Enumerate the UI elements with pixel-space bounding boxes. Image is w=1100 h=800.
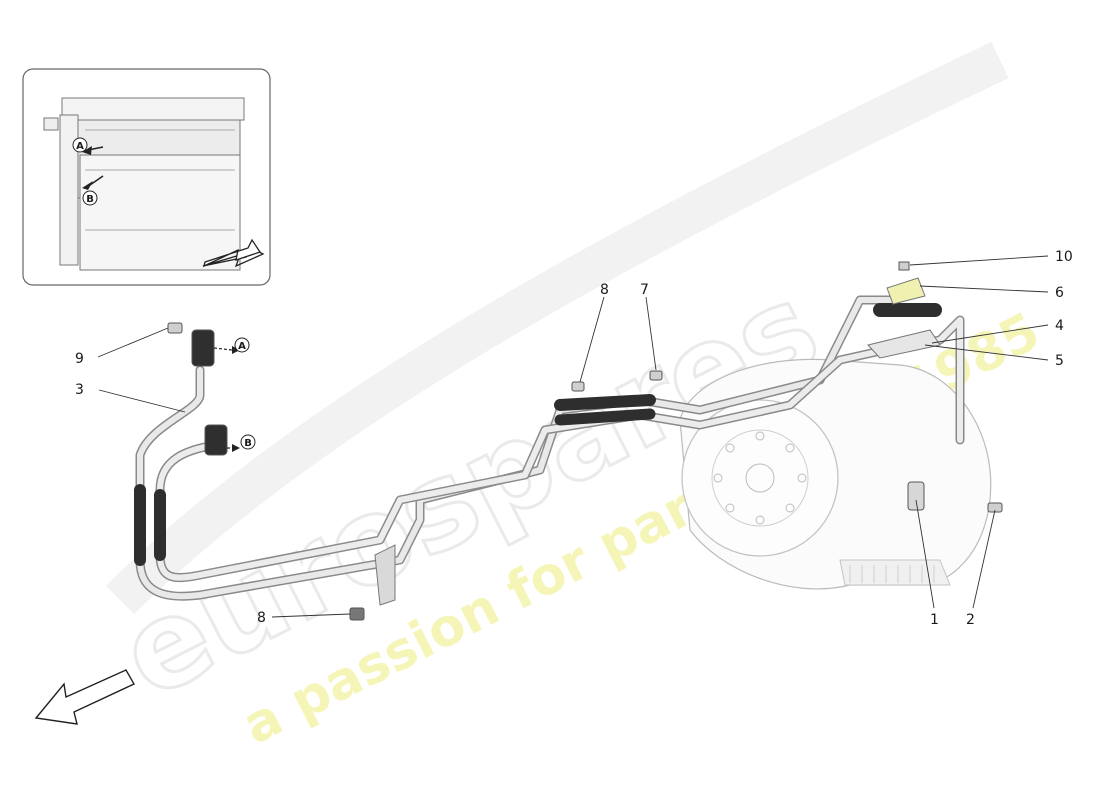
callout-4: 4 xyxy=(931,318,1064,344)
connector-a-fitting xyxy=(191,329,240,367)
clamp-part-4-5 xyxy=(867,329,941,359)
svg-text:A: A xyxy=(76,141,84,152)
bracket-part-6 xyxy=(886,277,926,305)
svg-text:10: 10 xyxy=(1055,249,1073,265)
svg-text:5: 5 xyxy=(1055,353,1064,369)
inset-panel: A B xyxy=(22,68,271,286)
svg-text:6: 6 xyxy=(1055,285,1064,301)
svg-text:B: B xyxy=(86,194,94,205)
marker-a: A xyxy=(234,337,250,353)
svg-text:8: 8 xyxy=(257,610,266,626)
radiator-illustration xyxy=(43,97,245,271)
svg-text:3: 3 xyxy=(75,382,84,398)
callout-7: 7 xyxy=(640,282,657,371)
nut-part-10 xyxy=(898,261,910,271)
inset-direction-arrow xyxy=(202,238,265,268)
callout-8-lower: 8 xyxy=(257,610,351,626)
transmission-illustration xyxy=(679,358,992,590)
callout-2: 2 xyxy=(966,509,996,628)
callout-8-upper: 8 xyxy=(579,282,609,383)
callout-3: 3 xyxy=(75,382,186,413)
callout-6: 6 xyxy=(919,285,1064,301)
callout-10: 10 xyxy=(909,249,1073,266)
bolt-part-8-upper xyxy=(571,381,585,392)
svg-text:8: 8 xyxy=(600,282,609,298)
callout-5: 5 xyxy=(924,344,1064,369)
bracket-part xyxy=(374,544,396,606)
bolt-part-7 xyxy=(649,370,663,381)
svg-text:1: 1 xyxy=(930,612,939,628)
svg-text:A: A xyxy=(238,341,246,352)
svg-text:9: 9 xyxy=(75,351,84,367)
svg-text:4: 4 xyxy=(1055,318,1064,334)
svg-text:B: B xyxy=(244,438,252,449)
inset-marker-a: A xyxy=(72,137,104,155)
bolt-part-9 xyxy=(167,322,183,334)
inset-marker-b: B xyxy=(82,175,104,206)
callouts: 1 2 3 4 5 6 7 8 xyxy=(75,249,1073,628)
svg-text:2: 2 xyxy=(966,612,975,628)
callout-1: 1 xyxy=(915,499,939,628)
union-part-1 xyxy=(907,481,925,511)
connector-b-fitting xyxy=(204,424,240,456)
oil-cooler-pipes xyxy=(134,295,965,601)
callout-9: 9 xyxy=(75,327,169,367)
svg-text:7: 7 xyxy=(640,282,649,298)
bolt-part-8-lower xyxy=(349,607,365,621)
front-direction-arrow xyxy=(34,669,135,725)
marker-b: B xyxy=(240,434,256,450)
